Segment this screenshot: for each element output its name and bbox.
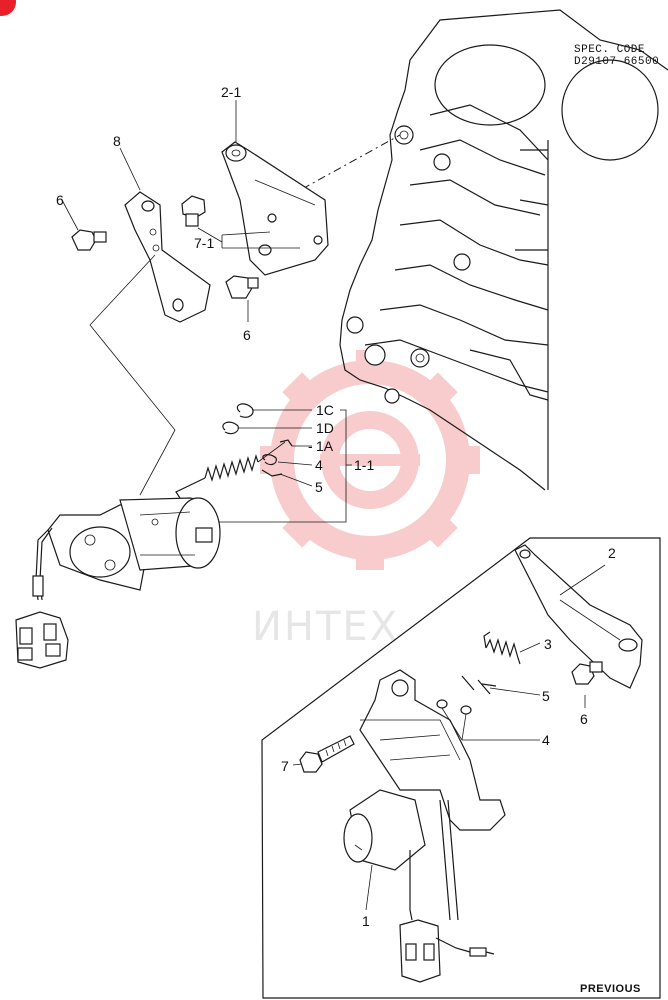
spring-3-drawing xyxy=(483,631,521,665)
leader-lines-inset xyxy=(292,564,606,911)
label-6-inset: 6 xyxy=(580,711,588,727)
leader-bracket-to-engine xyxy=(254,134,401,216)
inset-panel-border xyxy=(261,537,661,999)
bolt-6-left-drawing xyxy=(71,229,107,251)
label-6-left: 6 xyxy=(56,192,64,208)
label-1: 1 xyxy=(362,913,370,929)
small-parts-drawing xyxy=(175,403,293,499)
label-4-top: 4 xyxy=(315,457,323,473)
label-2: 2 xyxy=(608,545,616,561)
bolt-7-1-drawing xyxy=(181,195,206,227)
corner-marker-icon xyxy=(0,0,16,16)
motor-assembly-1-1-drawing xyxy=(15,497,221,669)
label-1a-dash: - xyxy=(308,438,313,454)
part-4-rings-drawing xyxy=(436,699,472,715)
bolt-6-inset-drawing xyxy=(571,661,603,685)
watermark-text: ИНТЕХ xyxy=(252,604,399,650)
bracket-2-drawing xyxy=(514,544,643,689)
label-5-top: 5 xyxy=(315,479,323,495)
spec-code-title: SPEC. CODE xyxy=(574,44,645,56)
leader-lines-small-parts xyxy=(210,409,352,523)
label-6-middle: 6 xyxy=(243,327,251,343)
label-1d: 1D xyxy=(316,420,334,436)
label-5-inset: 5 xyxy=(542,688,550,704)
label-7-1: 7-1 xyxy=(194,235,214,251)
previous-label[interactable]: PREVIOUS xyxy=(580,983,641,995)
engine-block-drawing xyxy=(339,9,668,491)
label-3: 3 xyxy=(544,636,552,652)
bracket-2-1-drawing xyxy=(221,141,329,276)
spec-code-value: D29107-66500 xyxy=(574,56,659,68)
watermark-gear-logo xyxy=(260,350,480,570)
bolt-7-drawing xyxy=(299,735,355,773)
label-1a: 1A xyxy=(316,438,334,454)
motor-1-inset-drawing xyxy=(343,669,506,983)
label-2-1: 2-1 xyxy=(221,84,241,100)
bolt-6-middle-drawing xyxy=(225,275,259,299)
label-1-1: 1-1 xyxy=(354,457,374,473)
label-1c: 1C xyxy=(316,402,334,418)
leader-lines-top xyxy=(61,100,300,496)
bracket-8-drawing xyxy=(124,191,211,323)
label-7: 7 xyxy=(281,758,289,774)
label-8: 8 xyxy=(113,133,121,149)
label-4-inset: 4 xyxy=(542,732,550,748)
part-5-drawing xyxy=(461,675,497,695)
